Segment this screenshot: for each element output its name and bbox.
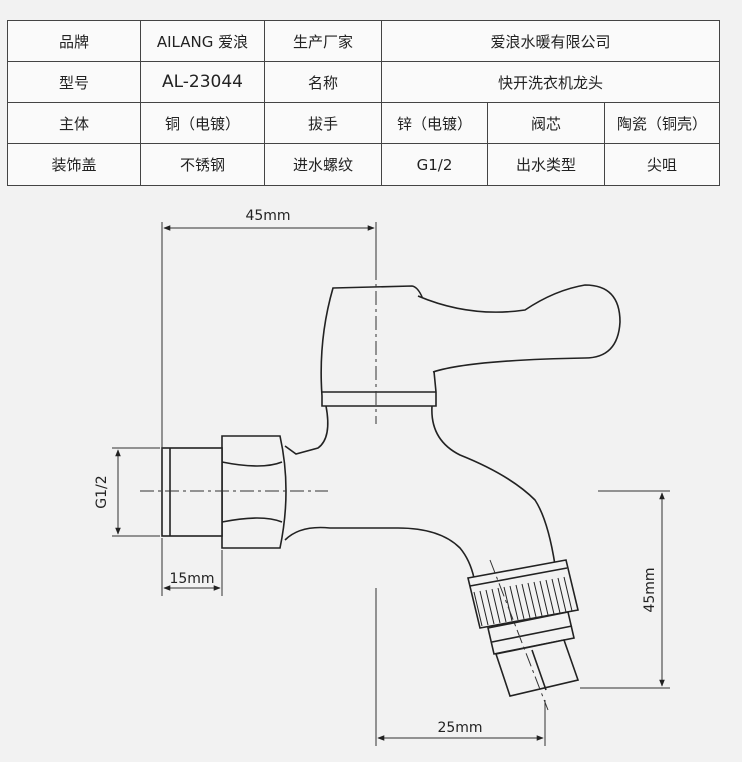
model-value: AL-23044 [141,62,265,102]
body-value: 铜（电镀） [141,103,265,143]
centre-lines [140,266,549,711]
body-label: 主体 [8,103,141,143]
dim-spout-offset: 25mm [437,720,482,736]
maker-value: 爱浪水暖有限公司 [490,32,611,51]
core-label: 阀芯 [488,103,605,143]
cover-label: 装饰盖 [8,144,141,185]
outlet-value: 尖咀 [646,156,677,174]
faucet-drawing: 45mm G1/2 15mm 45mm 25mm [94,208,670,746]
cover-value: 不锈钢 [141,144,265,185]
outlet-label: 出水类型 [488,144,605,185]
name-label: 名称 [265,62,382,102]
spec-row-4: 装饰盖 不锈钢 进水螺纹 G1/2 出水类型 尖咀 [8,144,719,185]
name-value: 快开洗衣机龙头 [497,73,603,92]
dimension-lines [112,222,670,746]
faucet-outline [161,284,621,697]
dim-thread: G1/2 [94,475,110,508]
maker-label: 生产厂家 [265,21,382,61]
thread-value: G1/2 [382,144,488,185]
spec-table: 品牌 AILANG 爱浪 生产厂家 爱浪水暖有限公司 型号 AL-23044 名… [7,20,720,186]
brand-label: 品牌 [8,21,141,61]
model-label: 型号 [8,62,141,102]
thread-label: 进水螺纹 [265,144,382,185]
dim-height-right: 45mm [642,567,658,612]
core-value: 陶瓷（铜壳） [616,114,707,133]
handle-label: 拔手 [265,103,382,143]
spec-row-1: 品牌 AILANG 爱浪 生产厂家 爱浪水暖有限公司 [8,21,719,62]
handle-value: 锌（电镀） [382,103,488,143]
dim-inlet-length: 15mm [169,571,214,587]
dim-width-top: 45mm [245,208,290,224]
spec-row-2: 型号 AL-23044 名称 快开洗衣机龙头 [8,62,719,103]
brand-value: AILANG 爱浪 [141,21,265,61]
spec-row-3: 主体 铜（电镀） 拔手 锌（电镀） 阀芯 陶瓷（铜壳） [8,103,719,144]
